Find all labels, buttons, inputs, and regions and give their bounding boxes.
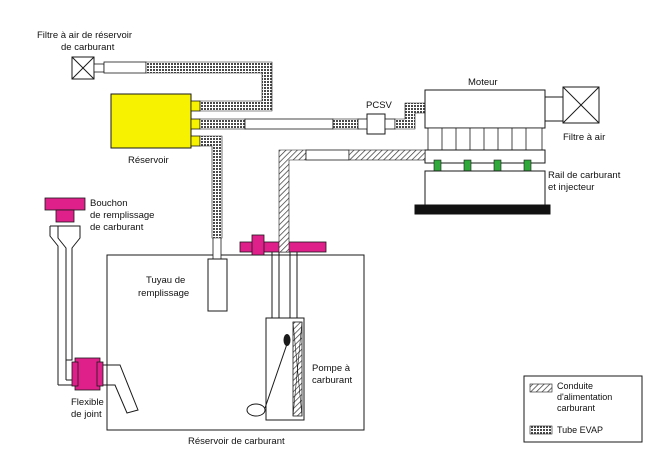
filler-cap-body: [55, 209, 75, 223]
joint-hose-band-1: [71, 361, 79, 387]
label-pcsv: PCSV: [366, 100, 393, 111]
pump-cross-2: [292, 321, 303, 417]
intake-runners: [427, 127, 543, 151]
label-filler-cap-3: de carburant: [90, 222, 144, 233]
label-joint-hose-1: Flexible: [71, 397, 104, 408]
evap-tube-pcsv-engine: [394, 102, 426, 130]
engine-base: [414, 204, 551, 215]
filler-neck: [50, 225, 81, 361]
pcsv-inlet: [357, 118, 368, 130]
label-canister: Réservoir: [128, 155, 169, 166]
fuel-gauge-float: [246, 403, 266, 417]
label-filler-cap-2: de remplissage: [90, 210, 154, 221]
engine-block: [424, 170, 546, 206]
legend-fuel-line-label-3: carburant: [557, 403, 596, 413]
evap-tube-to-pcsv: [332, 118, 359, 130]
legend-fuel-line-label-1: Conduite: [557, 381, 593, 391]
fuel-line-supply: [278, 149, 307, 253]
tank-air-filter-pipe: [93, 63, 105, 73]
fuel-tank: [106, 254, 365, 431]
label-fuel-pump-2: carburant: [312, 375, 352, 386]
legend-fuel-line-label-2: d'alimentation: [557, 392, 612, 402]
fuel-gauge-arm: [264, 343, 288, 409]
evap-tube-canister-mid: [199, 118, 246, 130]
canister: [110, 93, 192, 149]
injector-1: [433, 159, 442, 172]
fuel-line-to-rail: [348, 149, 426, 161]
joint-hose: [74, 357, 101, 391]
label-tank-air-filter-1: Filtre à air de réservoir: [37, 30, 132, 41]
filler-pipe-tube: [207, 258, 228, 312]
legend-evap-label: Tube EVAP: [557, 425, 603, 435]
air-intake-duct: [544, 96, 564, 122]
legend-fuel-line-swatch: [529, 383, 553, 393]
label-fuel-rail-2: et injecteur: [548, 182, 594, 193]
label-fuel-pump-1: Pompe à: [312, 363, 351, 374]
canister-port-2: [190, 118, 201, 130]
filler-neck-inner: [49, 226, 59, 360]
joint-hose-band-2: [96, 361, 104, 387]
engine-head: [424, 89, 546, 129]
label-filler-cap-1: Bouchon: [90, 198, 128, 209]
tank-air-filter-x2: [71, 56, 95, 80]
canister-port-1: [190, 100, 201, 112]
filler-pipe-stub: [212, 236, 222, 260]
label-filler-pipe-2: remplissage: [138, 288, 189, 299]
label-filler-pipe-1: Tuyau de: [146, 275, 185, 286]
pcsv-outlet: [384, 118, 396, 130]
evap-tube-canister-filler: [199, 135, 223, 239]
injector-4: [523, 159, 532, 172]
fuel-line-connector: [305, 149, 350, 161]
label-engine-air-filter: Filtre à air: [563, 132, 605, 143]
tank-air-filter-tube: [103, 61, 147, 74]
canister-port-3: [190, 135, 201, 147]
label-tank-air-filter-2: de carburant: [61, 42, 115, 53]
legend-evap-swatch: [529, 425, 553, 435]
label-joint-hose-2: de joint: [71, 409, 102, 420]
canister-purge-tube: [244, 118, 334, 130]
injector-2: [463, 159, 472, 172]
label-fuel-tank: Réservoir de carburant: [188, 436, 285, 447]
label-engine: Moteur: [468, 77, 498, 88]
filler-cap-top: [44, 197, 86, 211]
pump-flange-boss: [251, 234, 265, 256]
injector-3: [493, 159, 502, 172]
label-fuel-rail-1: Rail de carburant: [548, 170, 621, 181]
fuel-gauge-float-pivot: [283, 334, 291, 346]
engine-air-filter-x2: [562, 86, 600, 124]
pcsv-valve: [366, 113, 386, 135]
